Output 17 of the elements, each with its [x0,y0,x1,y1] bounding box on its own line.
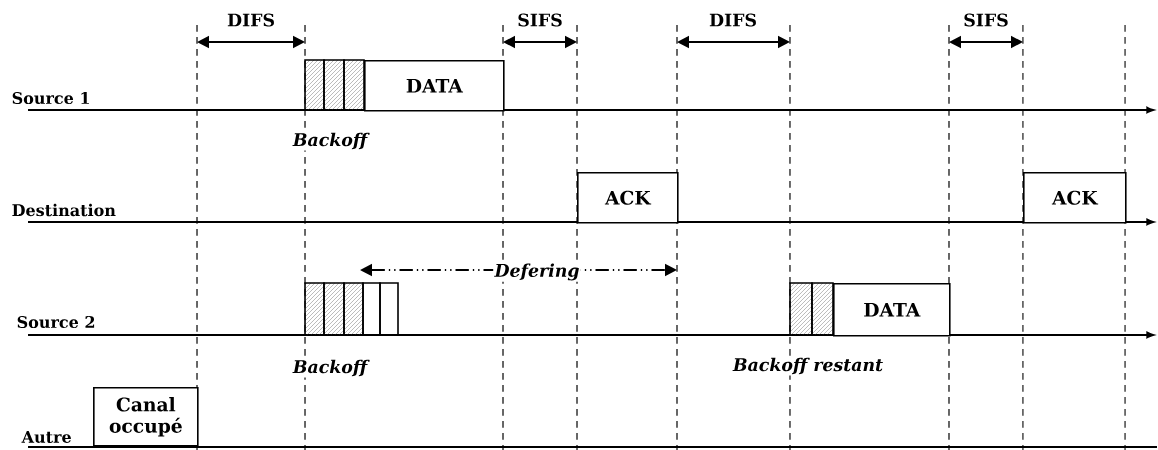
interval-label: DIFS [225,12,277,28]
lane-label: Source 2 [15,314,97,330]
phase-label: Backoff [291,131,370,151]
phase-label: Backoff restant [731,356,885,376]
frame-box: DATA [364,60,505,112]
lane-label: Autre [20,429,73,445]
lane-label: Source 1 [10,90,92,106]
interval-label: SIFS [961,12,1011,28]
frame-box: ACK [1023,172,1127,224]
frame-box: Canal occupé [93,387,199,447]
interval-label: DIFS [707,12,759,28]
frame-box: DATA [833,283,951,337]
phase-label: Backoff [291,358,370,378]
phase-label: Defering [493,262,581,282]
frame-box: ACK [577,172,679,224]
lane-label: Destination [10,202,118,218]
interval-label: SIFS [515,12,565,28]
